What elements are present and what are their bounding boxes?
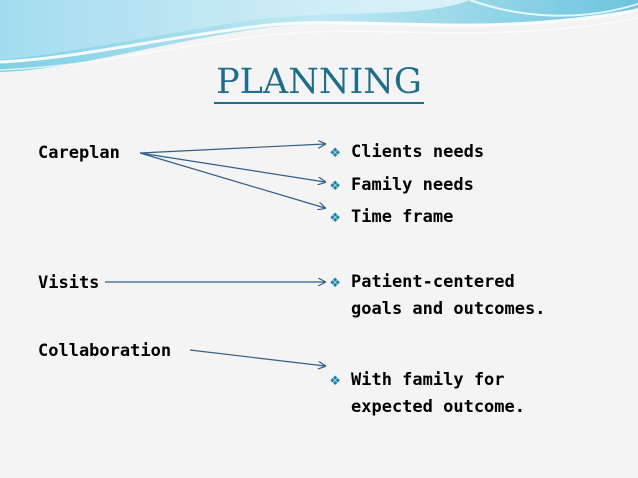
arrow-careplan-time xyxy=(139,152,325,208)
term-careplan: Careplan xyxy=(38,143,120,163)
item-with-family-line1: With family for xyxy=(351,370,505,390)
item-time-frame: ❖ Time frame xyxy=(330,204,453,231)
header-wave-decoration xyxy=(0,0,638,72)
diamond-bullet-icon: ❖ xyxy=(330,142,341,162)
item-time-frame-text: Time frame xyxy=(351,207,454,227)
diamond-bullet-icon: ❖ xyxy=(330,175,341,195)
item-patient-centered-line1: Patient-centered xyxy=(351,272,515,292)
arrow-collaboration-family xyxy=(189,349,325,366)
arrow-careplan-clients xyxy=(139,144,325,154)
item-clients-needs: ❖ Clients needs xyxy=(330,139,484,166)
arrow-careplan-family xyxy=(139,152,325,182)
item-with-family-line2: expected outcome. xyxy=(351,397,525,417)
slide-title-text: PLANNING xyxy=(214,62,424,104)
term-collaboration: Collaboration xyxy=(38,341,172,361)
item-family-needs: ❖ Family needs xyxy=(330,172,474,199)
diamond-bullet-icon: ❖ xyxy=(330,207,341,227)
diamond-bullet-icon: ❖ xyxy=(330,370,341,390)
item-clients-needs-text: Clients needs xyxy=(351,142,485,162)
item-patient-centered-line2: goals and outcomes. xyxy=(351,299,546,319)
item-family-needs-text: Family needs xyxy=(351,175,474,195)
item-patient-centered: ❖ Patient-centered goals and outcomes. xyxy=(330,269,545,323)
slide-title: PLANNING xyxy=(0,62,638,104)
diamond-bullet-icon: ❖ xyxy=(330,272,341,292)
term-visits: Visits xyxy=(38,273,100,293)
item-with-family: ❖ With family for expected outcome. xyxy=(330,367,525,421)
